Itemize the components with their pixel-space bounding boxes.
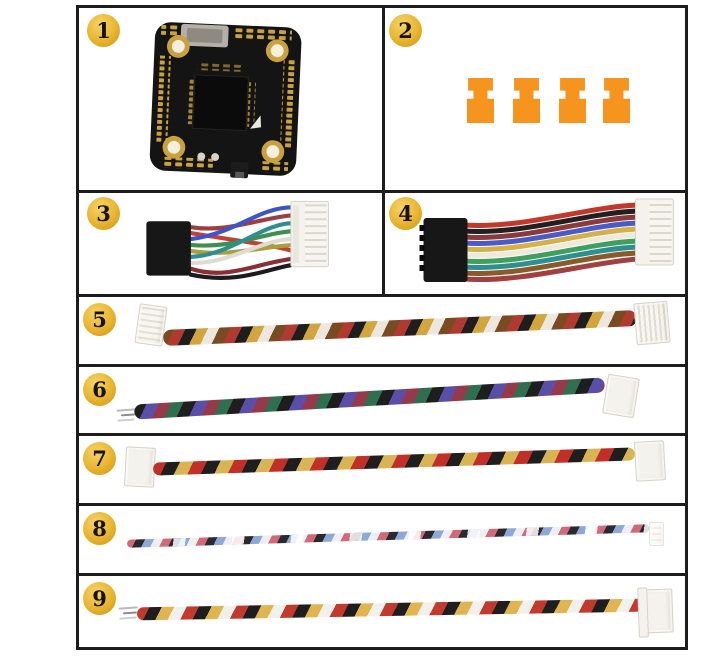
brand-logo-arrow: [250, 115, 262, 129]
white-connector: [633, 300, 671, 346]
bare-wire-tips: [118, 603, 138, 622]
twisted-cable: [126, 524, 650, 548]
cell-item-4: 4: [385, 193, 685, 294]
cell-item-5: 5: [79, 297, 685, 364]
white-connector: [123, 446, 157, 488]
pcb-top-pads: [232, 27, 293, 42]
pcb-silkscreen-row: [197, 63, 241, 72]
cell-item-6: 6: [79, 367, 685, 433]
item-1-number-badge: 1: [87, 14, 120, 47]
black-connector: [146, 221, 191, 276]
rubber-damper: [559, 78, 586, 123]
row-items-1-2: 1: [79, 8, 685, 193]
wires: [462, 202, 640, 283]
item-4-cable-image: [419, 198, 674, 283]
item-2-number-badge: 2: [389, 14, 422, 47]
cell-item-7: 7: [79, 436, 685, 503]
rubber-damper: [603, 78, 630, 123]
black-connector: [419, 218, 468, 282]
cell-item-2: 2: [385, 8, 685, 190]
white-connector: [602, 373, 640, 419]
twisted-cable: [162, 310, 638, 346]
wires: [188, 205, 295, 280]
twisted-cable: [133, 377, 606, 420]
pcb-left-pads: [156, 55, 171, 144]
item-3-number-badge: 3: [87, 197, 120, 230]
connector-flange: [637, 587, 649, 638]
twisted-cable: [136, 598, 644, 621]
flight-controller-image: [149, 22, 302, 179]
row-item-5: 5: [79, 297, 685, 367]
row-item-8: 8: [79, 506, 685, 576]
item-3-cable-image: [146, 200, 330, 280]
pcb-right-pads: [279, 58, 295, 149]
item-5-number-badge: 5: [83, 303, 116, 336]
row-item-7: 7: [79, 436, 685, 506]
twisted-cable: [152, 447, 636, 476]
main-chip: [192, 74, 249, 132]
white-connector: [290, 200, 330, 268]
cell-item-9: 9: [79, 576, 685, 647]
row-item-9: 9: [79, 576, 685, 647]
row-item-6: 6: [79, 367, 685, 436]
row-items-3-4: 3: [79, 193, 685, 297]
cell-item-1: 1: [79, 8, 385, 190]
cell-item-8: 8: [79, 506, 685, 573]
item-9-number-badge: 9: [83, 582, 116, 615]
white-connector: [637, 587, 674, 638]
item-4-number-badge: 4: [389, 197, 422, 230]
rubber-damper: [513, 78, 540, 123]
bare-wire-tips: [116, 405, 136, 424]
white-connector-small: [649, 522, 664, 546]
pcb-bottom-pads: [161, 156, 214, 170]
rubber-damper: [467, 78, 494, 123]
white-connector: [633, 440, 667, 482]
item-6-number-badge: 6: [83, 373, 116, 406]
white-connector: [635, 198, 674, 266]
parts-table: 1: [76, 5, 688, 650]
item-8-number-badge: 8: [83, 512, 116, 545]
mounting-holes: [162, 35, 289, 163]
cell-item-3: 3: [79, 193, 385, 294]
item-7-number-badge: 7: [83, 442, 116, 475]
